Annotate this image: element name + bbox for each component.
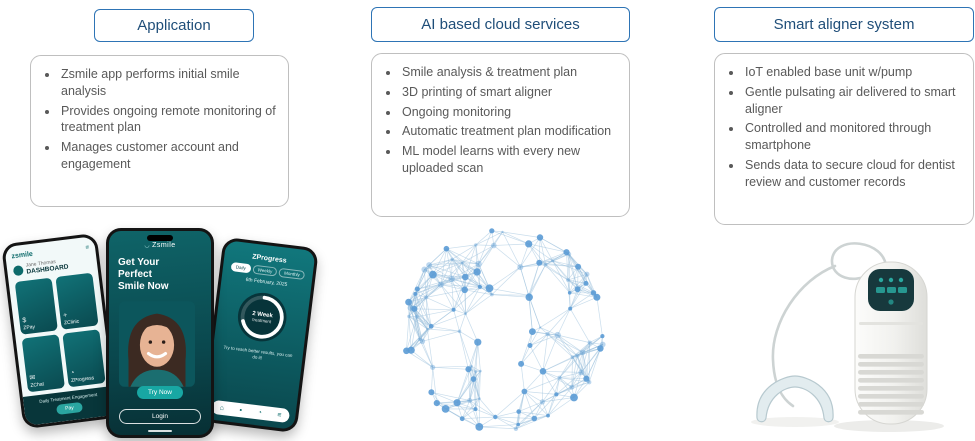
tile-zchat: ✉ ZChat: [22, 334, 65, 392]
pay-button: Pay: [56, 402, 84, 415]
menu-icon: ≡: [85, 244, 89, 250]
filter-daily: Daily: [230, 262, 251, 273]
bullet-item: ML model learns with every new uploaded …: [400, 143, 621, 177]
home-icon: ⌂: [219, 404, 224, 411]
bullet-item: Ongoing monitoring: [400, 104, 621, 121]
zsmile-logo: zsmile: [11, 251, 33, 261]
welcome-headline: Get Your Perfect Smile Now: [118, 257, 180, 292]
ai-cloud-bullets-box: Smile analysis & treatment plan 3D print…: [371, 53, 630, 217]
chat-icon: ✉: [29, 373, 36, 382]
dashboard-screen: zsmile ≡ Jane Thomas DASHBOARD $ ZPay + …: [4, 236, 115, 426]
bullet-item: Controlled and monitored through smartph…: [743, 120, 965, 154]
pay-icon: $: [22, 317, 27, 324]
tile-label: ZChat: [30, 381, 44, 389]
progress-icon: ◔: [70, 370, 75, 377]
bullet-item: Sends data to secure cloud for dentist r…: [743, 157, 965, 191]
clock-icon: ◔: [257, 409, 262, 416]
smart-aligner-header: Smart aligner system: [714, 7, 974, 42]
try-now-button: Try Now: [137, 386, 183, 399]
dashboard-tile-grid: $ ZPay + ZClinic ✉ ZChat ◔ ZProgress: [9, 270, 113, 397]
bullet-item: Zsmile app performs initial smile analys…: [59, 66, 280, 100]
filter-pills: Daily Weekly Monthly: [230, 262, 305, 280]
bullet-item: IoT enabled base unit w/pump: [743, 64, 965, 81]
filter-monthly: Monthly: [279, 268, 306, 280]
progress-title: ZProgress: [252, 253, 287, 264]
grid-icon: ▪: [239, 407, 242, 414]
aligner-base-unit-image: [735, 236, 960, 436]
filter-weekly: Weekly: [252, 265, 278, 277]
progress-date: 6th February, 2025: [245, 277, 287, 288]
smart-aligner-bullets-box: IoT enabled base unit w/pump Gentle puls…: [714, 53, 974, 225]
progress-ring: 2 Week treatment: [231, 286, 293, 348]
tile-label: ZPay: [23, 324, 35, 331]
smart-aligner-title: Smart aligner system: [774, 16, 915, 33]
tile-zprogress: ◔ ZProgress: [62, 329, 105, 387]
bullet-item: Provides ongoing remote monitoring of tr…: [59, 103, 280, 137]
bullet-item: Smile analysis & treatment plan: [400, 64, 621, 81]
ai-cloud-bullet-list: Smile analysis & treatment plan 3D print…: [384, 64, 621, 177]
phone-notch: [147, 235, 173, 241]
progress-screen: ZProgress Daily Weekly Monthly 6th Febru…: [204, 240, 315, 430]
phone-mockup-welcome: ◡ Zsmile Get Your Perfect Smile Now Try …: [106, 228, 214, 438]
ring-label: treatment: [252, 316, 271, 323]
clinic-icon: +: [63, 312, 68, 319]
tile-zpay: $ ZPay: [15, 278, 58, 335]
bullet-item: Automatic treatment plan modification: [400, 123, 621, 140]
zsmile-logo: ◡ Zsmile: [109, 242, 211, 249]
footer-text: Daily Treatment Engagement: [39, 392, 97, 404]
home-indicator: [148, 430, 172, 432]
network-globe-svg: [398, 224, 610, 436]
ai-cloud-header: AI based cloud services: [371, 7, 630, 42]
user-text: Jane Thomas DASHBOARD: [25, 258, 69, 276]
ring-center-text: 2 Week treatment: [231, 286, 293, 348]
application-bullet-list: Zsmile app performs initial smile analys…: [43, 66, 280, 173]
brand-text: Zsmile: [152, 242, 176, 249]
menu-icon: ≡: [277, 411, 282, 418]
bullet-item: 3D printing of smart aligner: [400, 84, 621, 101]
avatar: [13, 265, 24, 276]
phone-mockup-dashboard: zsmile ≡ Jane Thomas DASHBOARD $ ZPay + …: [1, 233, 119, 429]
bullet-item: Manages customer account and engagement: [59, 139, 280, 173]
phone-mockup-progress: ZProgress Daily Weekly Monthly 6th Febru…: [201, 237, 319, 433]
ai-cloud-title: AI based cloud services: [421, 16, 579, 33]
application-title: Application: [137, 17, 210, 34]
login-button: Login: [119, 409, 201, 424]
woman-portrait: [119, 301, 195, 387]
application-bullets-box: Zsmile app performs initial smile analys…: [30, 55, 289, 207]
welcome-screen: ◡ Zsmile Get Your Perfect Smile Now Try …: [109, 231, 211, 435]
aligner-device-svg: [735, 236, 960, 436]
smart-aligner-bullet-list: IoT enabled base unit w/pump Gentle puls…: [727, 64, 965, 190]
bottom-nav: ⌂ ▪ ◔ ≡: [211, 400, 290, 423]
tile-label: ZClinic: [64, 319, 80, 327]
bullet-item: Gentle pulsating air delivered to smart …: [743, 84, 965, 118]
network-globe: [398, 224, 610, 436]
tooth-icon: ◡: [144, 242, 150, 249]
application-header: Application: [94, 9, 254, 42]
tile-zclinic: + ZClinic: [55, 273, 98, 330]
